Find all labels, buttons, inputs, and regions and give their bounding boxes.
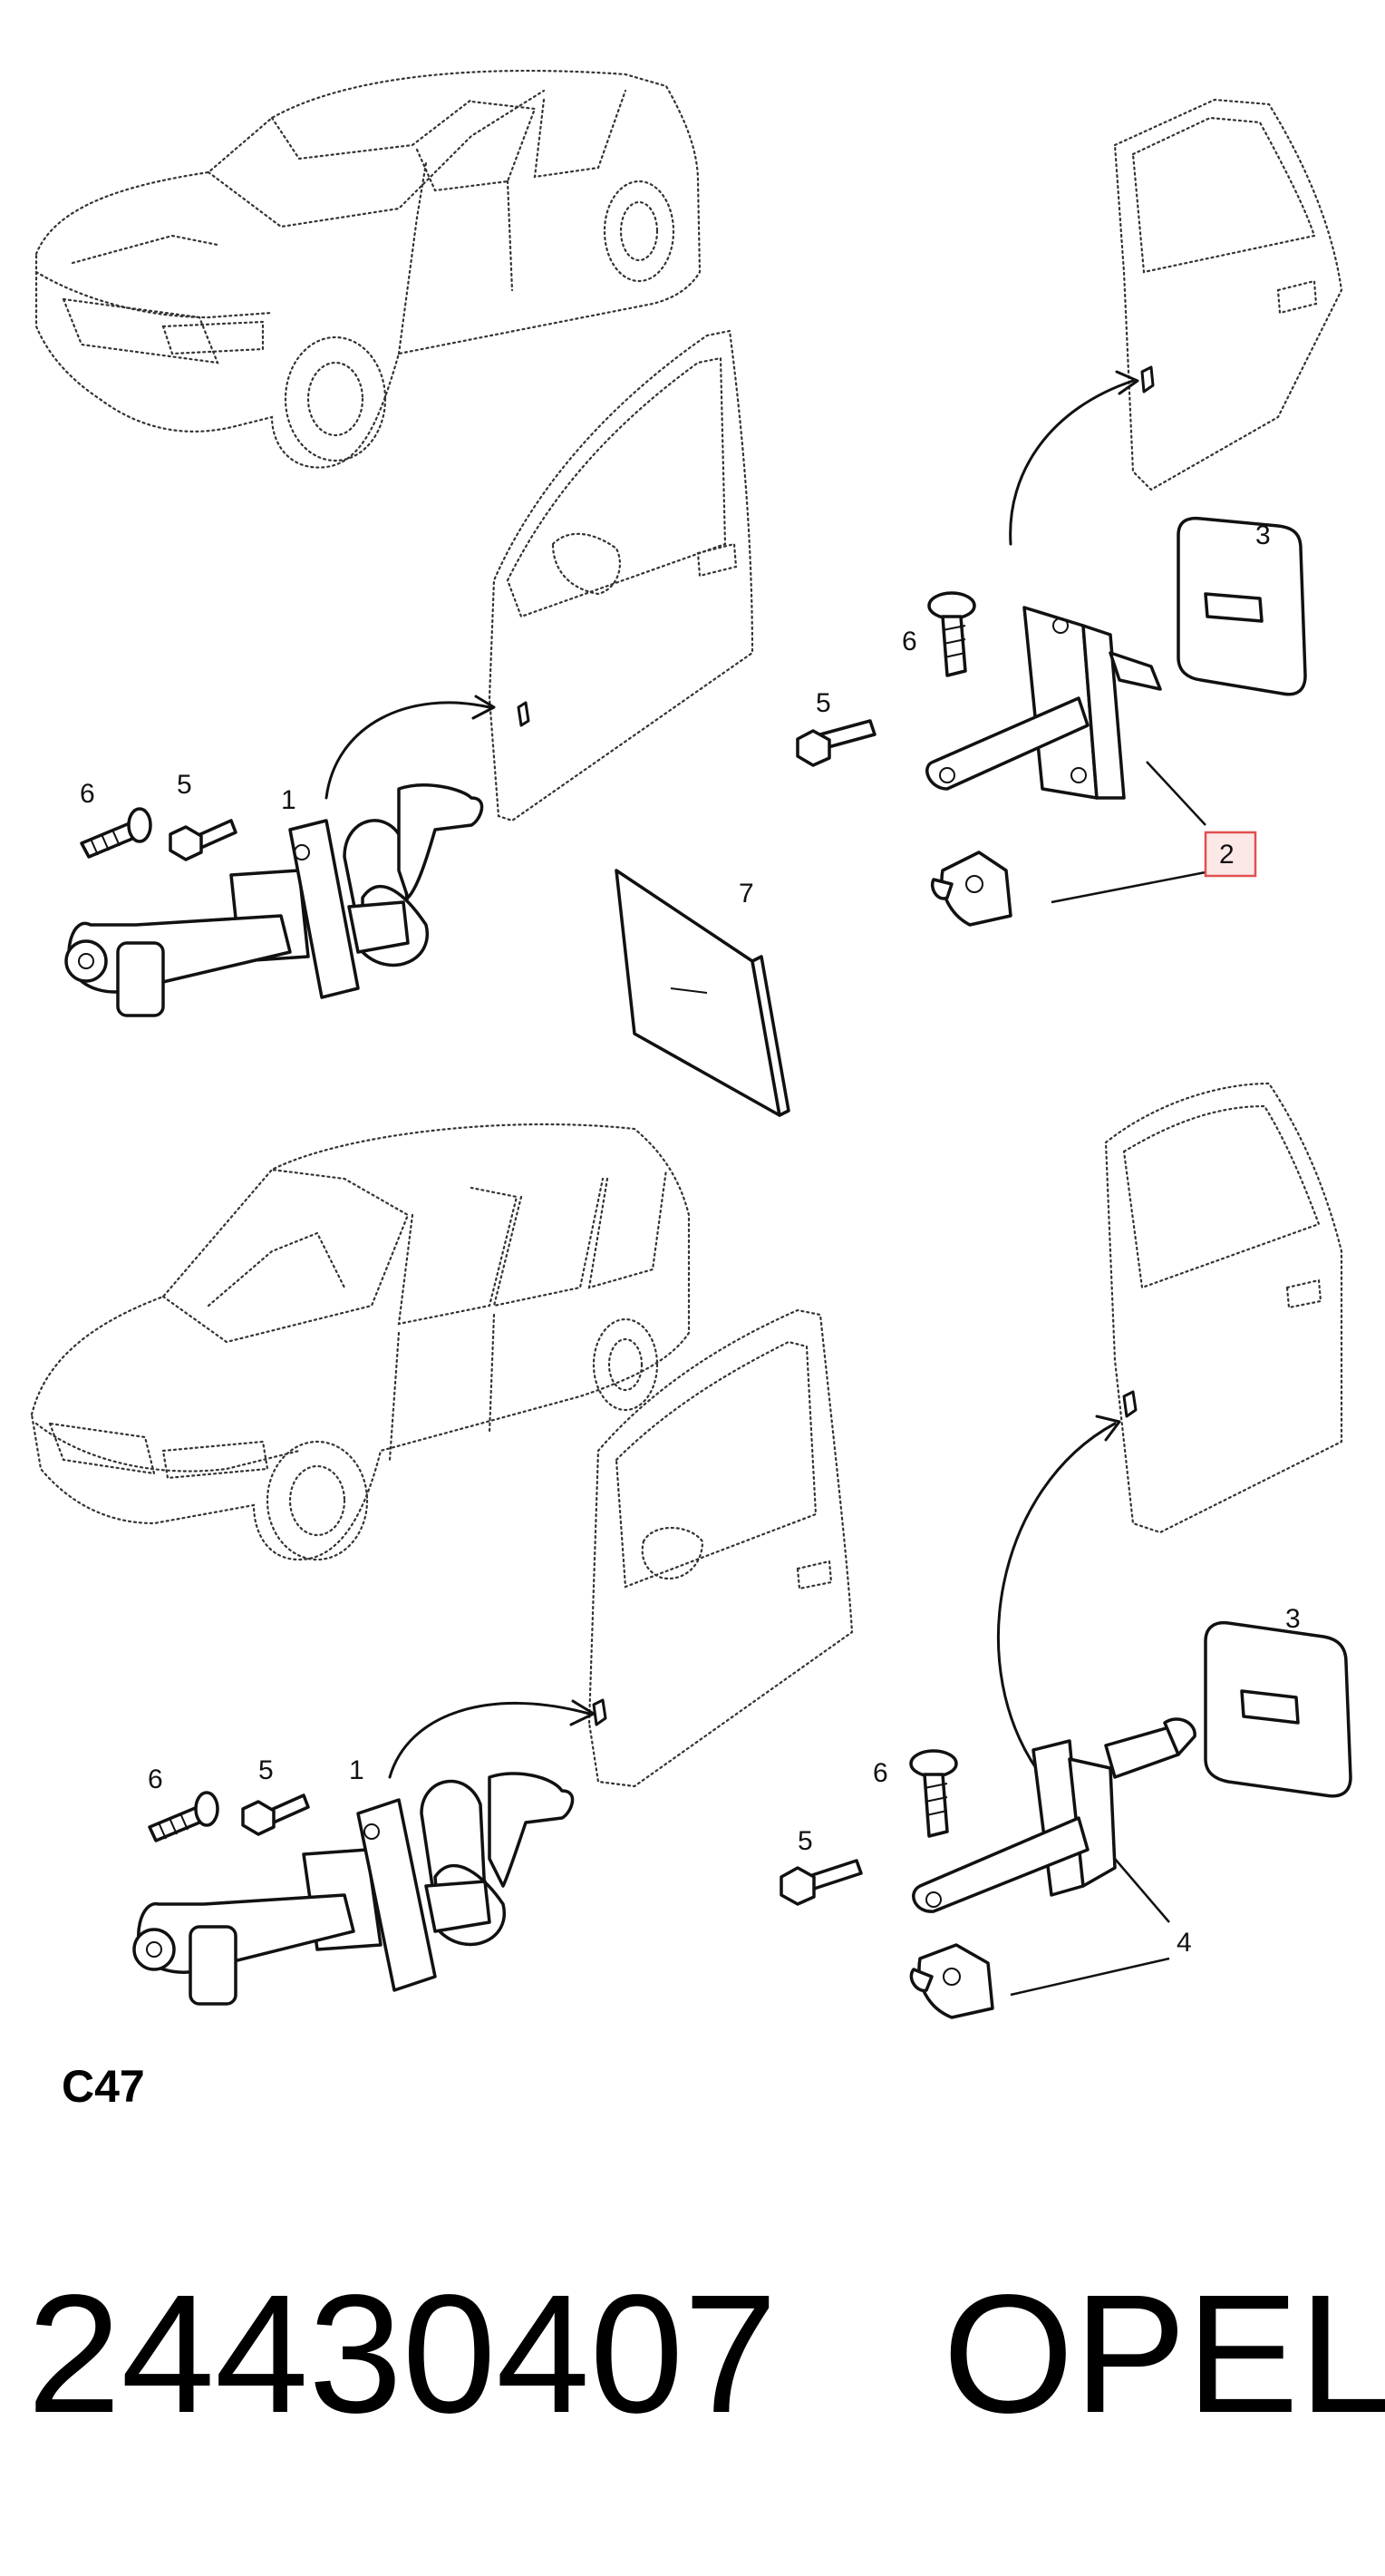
damping-pad xyxy=(615,869,790,1117)
top-front-bolt xyxy=(169,819,237,861)
bottom-leader-4-plate xyxy=(1010,1957,1170,1997)
callout-top-front-link: 1 xyxy=(281,785,296,815)
bottom-rear-arrowhead xyxy=(1095,1414,1121,1442)
bottom-front-arrow xyxy=(388,1702,591,1779)
brand-name: OPEL xyxy=(943,2260,1385,2448)
hatchback-car-illustration xyxy=(34,69,702,469)
top-leader-2-plate xyxy=(1051,870,1206,904)
top-front-door xyxy=(488,329,754,822)
sheet-code: C47 xyxy=(62,2061,145,2112)
callout-top-seal-pad: 3 xyxy=(1255,520,1271,550)
bottom-rear-door xyxy=(1104,1082,1343,1534)
callout-top-rear-screw: 6 xyxy=(902,627,917,656)
top-front-arrow xyxy=(324,701,491,800)
top-rear-arrowhead xyxy=(1115,370,1139,395)
bottom-rear-bolt xyxy=(780,1859,863,1906)
callout-damping-pad: 7 xyxy=(739,879,754,909)
bottom-front-arrowhead xyxy=(569,1699,596,1726)
callout-bottom-front-bolt: 5 xyxy=(258,1755,274,1785)
top-rear-arrow xyxy=(1009,379,1135,546)
callout-bottom-front-screw: 6 xyxy=(148,1764,163,1794)
bottom-front-door xyxy=(587,1308,854,1788)
bottom-rear-arrow xyxy=(997,1422,1117,1779)
top-rear-check-link xyxy=(925,606,1162,800)
bottom-front-bolt xyxy=(241,1793,310,1836)
callout-top-rear-link: 2 xyxy=(1219,840,1235,870)
bottom-rear-plate xyxy=(909,1943,994,2019)
top-rear-screw xyxy=(927,591,976,677)
callout-bottom-seal-pad: 3 xyxy=(1285,1604,1301,1634)
callout-bottom-front-link: 1 xyxy=(349,1755,364,1785)
bottom-rear-check-link xyxy=(912,1717,1196,1913)
top-rear-seal-pad xyxy=(1177,516,1307,696)
callout-bottom-rear-bolt: 5 xyxy=(798,1826,813,1856)
bottom-rear-seal-pad xyxy=(1204,1620,1352,1798)
bottom-front-check-link xyxy=(132,1772,575,2006)
top-rear-plate xyxy=(931,851,1012,927)
part-number: 24430407 xyxy=(27,2260,778,2448)
callout-bottom-rear-screw: 6 xyxy=(873,1758,888,1788)
bottom-front-screw xyxy=(148,1791,219,1842)
bottom-rear-screw xyxy=(909,1749,958,1838)
top-rear-door xyxy=(1113,98,1343,491)
callout-bottom-rear-link: 4 xyxy=(1177,1928,1192,1958)
highlight-box xyxy=(1204,831,1257,878)
top-front-screw xyxy=(80,807,152,859)
callout-top-front-bolt: 5 xyxy=(177,770,192,800)
callout-top-front-screw: 6 xyxy=(80,779,95,809)
top-leader-2-link xyxy=(1146,761,1206,826)
top-front-arrowhead xyxy=(471,695,496,720)
callout-top-rear-bolt: 5 xyxy=(816,688,831,718)
bottom-leader-4-link xyxy=(1114,1858,1170,1923)
top-rear-bolt xyxy=(796,719,877,767)
mpv-car-illustration xyxy=(30,1123,691,1561)
top-front-check-link xyxy=(64,783,484,1017)
